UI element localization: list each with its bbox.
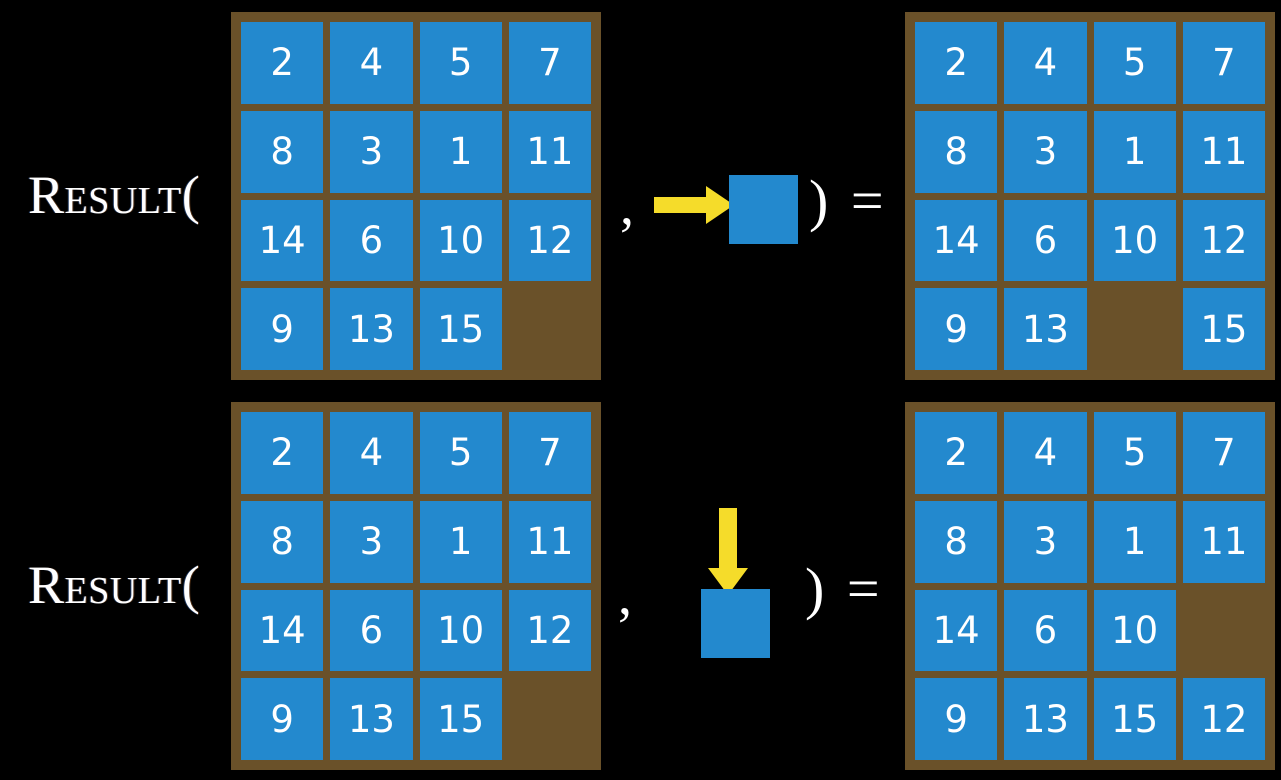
puzzle-tile[interactable]: 11 xyxy=(508,110,591,193)
puzzle-tile[interactable]: 15 xyxy=(419,288,502,370)
result-function-label-row-1: Result( xyxy=(28,165,201,225)
puzzle-tile[interactable]: 3 xyxy=(330,110,413,193)
puzzle-tile[interactable]: 6 xyxy=(330,589,413,672)
puzzle-tile[interactable]: 9 xyxy=(241,288,324,370)
move-tile-square-row-1 xyxy=(729,175,798,244)
puzzle-tile[interactable]: 9 xyxy=(915,678,998,760)
puzzle-tile[interactable]: 4 xyxy=(1004,22,1087,104)
puzzle-tile[interactable]: 12 xyxy=(1182,678,1265,760)
puzzle-tile[interactable]: 7 xyxy=(1182,412,1265,494)
puzzle-tile[interactable]: 7 xyxy=(508,22,591,104)
puzzle-tile[interactable]: 14 xyxy=(241,589,324,672)
puzzle-tile[interactable]: 13 xyxy=(330,288,413,370)
blank-cell xyxy=(1094,288,1176,370)
puzzle-tile[interactable]: 4 xyxy=(330,22,413,104)
blank-cell xyxy=(509,678,591,760)
puzzle-tile[interactable]: 13 xyxy=(1004,678,1087,760)
puzzle-tile[interactable]: 5 xyxy=(1093,22,1176,104)
puzzle-tile[interactable]: 14 xyxy=(915,589,998,672)
puzzle-tile[interactable]: 14 xyxy=(241,199,324,282)
puzzle-tile[interactable]: 11 xyxy=(1182,500,1265,583)
puzzle-tile[interactable]: 3 xyxy=(1004,500,1087,583)
puzzle-tile[interactable]: 14 xyxy=(915,199,998,282)
puzzle-tile[interactable]: 5 xyxy=(1093,412,1176,494)
move-tile-square-row-2 xyxy=(701,589,770,658)
operator-cluster-row-1: , ) = xyxy=(601,0,905,390)
puzzle-tile[interactable]: 5 xyxy=(419,412,502,494)
closing-paren-equals-row-2: ) = xyxy=(805,556,884,621)
puzzle-tile[interactable]: 11 xyxy=(1182,110,1265,193)
puzzle-tile[interactable]: 3 xyxy=(1004,110,1087,193)
puzzle-tile[interactable]: 1 xyxy=(419,110,502,193)
puzzle-tile[interactable]: 2 xyxy=(915,22,998,104)
puzzle-tile[interactable]: 4 xyxy=(1004,412,1087,494)
puzzle-tile[interactable]: 15 xyxy=(419,678,502,760)
puzzle-tile[interactable]: 10 xyxy=(1093,589,1176,672)
puzzle-tile[interactable]: 8 xyxy=(241,500,324,583)
puzzle-tile[interactable]: 1 xyxy=(1093,500,1176,583)
puzzle-tile[interactable]: 12 xyxy=(508,199,591,282)
puzzle-tile[interactable]: 7 xyxy=(1182,22,1265,104)
puzzle-tile[interactable]: 8 xyxy=(915,110,998,193)
blank-cell xyxy=(509,288,591,370)
puzzle-tile[interactable]: 10 xyxy=(1093,199,1176,282)
puzzle-tile[interactable]: 15 xyxy=(1093,678,1176,760)
puzzle-tile[interactable]: 10 xyxy=(419,589,502,672)
puzzle-tile[interactable]: 13 xyxy=(1004,288,1087,370)
result-function-label-row-2: Result( xyxy=(28,555,201,615)
puzzle-tile[interactable]: 6 xyxy=(1004,199,1087,282)
argument-separator-comma-row-1: , xyxy=(620,175,634,237)
puzzle-tile[interactable]: 1 xyxy=(1093,110,1176,193)
puzzle-tile[interactable]: 6 xyxy=(1004,589,1087,672)
operator-cluster-row-2: , ) = xyxy=(601,390,905,780)
puzzle-tile[interactable]: 12 xyxy=(508,589,591,672)
puzzle-tile[interactable]: 2 xyxy=(241,22,324,104)
blank-cell xyxy=(1183,590,1265,672)
puzzle-tile[interactable]: 8 xyxy=(915,500,998,583)
argument-separator-comma-row-2: , xyxy=(618,565,632,627)
puzzle-tile[interactable]: 9 xyxy=(915,288,998,370)
puzzle-tile[interactable]: 1 xyxy=(419,500,502,583)
puzzle-tile[interactable]: 11 xyxy=(508,500,591,583)
puzzle-tile[interactable]: 2 xyxy=(241,412,324,494)
puzzle-tile[interactable]: 2 xyxy=(915,412,998,494)
puzzle-tile[interactable]: 3 xyxy=(330,500,413,583)
puzzle-tile[interactable]: 10 xyxy=(419,199,502,282)
puzzle-tile[interactable]: 5 xyxy=(419,22,502,104)
puzzle-tile[interactable]: 12 xyxy=(1182,199,1265,282)
closing-paren-equals-row-1: ) = xyxy=(809,168,888,233)
arrow-down-icon xyxy=(708,508,748,595)
arrow-right-icon xyxy=(654,186,734,224)
puzzle-tile[interactable]: 7 xyxy=(508,412,591,494)
puzzle-tile[interactable]: 9 xyxy=(241,678,324,760)
puzzle-tile[interactable]: 6 xyxy=(330,199,413,282)
puzzle-tile[interactable]: 8 xyxy=(241,110,324,193)
puzzle-tile[interactable]: 15 xyxy=(1182,288,1265,370)
puzzle-tile[interactable]: 4 xyxy=(330,412,413,494)
puzzle-tile[interactable]: 13 xyxy=(330,678,413,760)
